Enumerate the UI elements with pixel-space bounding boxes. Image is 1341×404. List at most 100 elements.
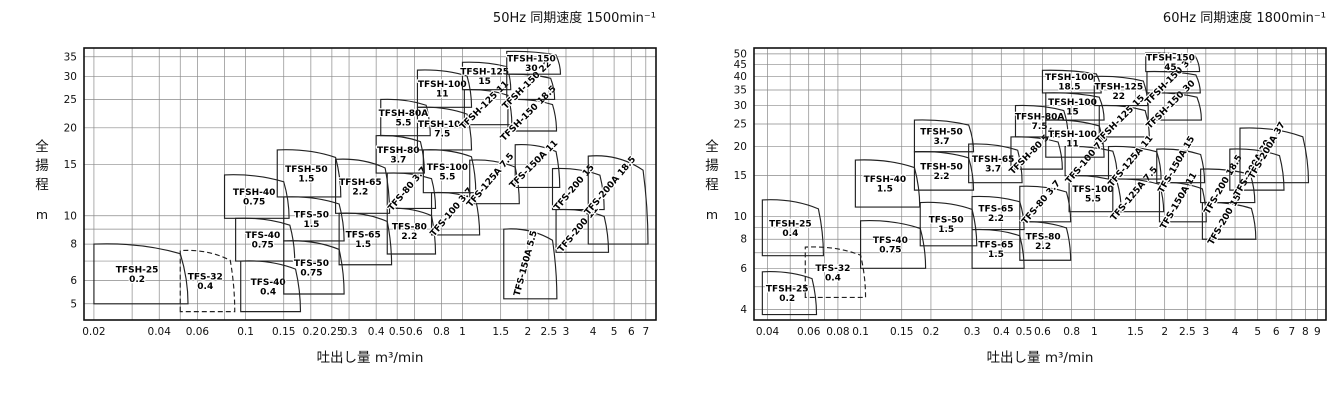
x-tick-label: 0.8 — [433, 326, 450, 338]
pump-region-TFSH-80A-7.5 — [1014, 104, 1069, 138]
y-axis-label-char: 全 — [35, 138, 49, 155]
pump-region-TFS-200A-37 — [1239, 127, 1310, 184]
x-tick-label: 0.3 — [341, 326, 358, 338]
pump-region-TFS-150A-11 — [514, 143, 561, 189]
y-tick-label: 20 — [734, 141, 747, 153]
x-axis-label: 吐出し量 m³/min — [317, 350, 424, 366]
pump-region-TFSH-65-2.2 — [334, 158, 391, 214]
pump-region-TFSH-150-45 — [1145, 52, 1201, 73]
x-tick-label: 0.3 — [964, 326, 981, 338]
y-tick-label: 30 — [734, 100, 747, 112]
y-tick-label: 20 — [64, 122, 77, 134]
x-tick-label: 0.6 — [406, 326, 423, 338]
y-tick-label: 10 — [734, 211, 747, 223]
x-tick-label: 6 — [1273, 326, 1280, 338]
y-axis-unit: m — [706, 207, 718, 222]
pump-region-label: TFS-100 3.7 — [429, 186, 475, 239]
pump-region-TFS-150A-15 — [1156, 148, 1206, 184]
x-tick-label: 0.25 — [320, 326, 343, 338]
x-tick-label: 0.8 — [1063, 326, 1080, 338]
y-tick-label: 5 — [70, 298, 77, 310]
x-tick-label: 3 — [563, 326, 570, 338]
y-tick-label: 15 — [734, 170, 747, 182]
x-tick-label: 0.1 — [852, 326, 869, 338]
pump-region-TFS-200-11 — [555, 208, 610, 253]
pump-region-TFSH-50-3.7 — [913, 119, 975, 153]
x-tick-label: 1.5 — [492, 326, 509, 338]
pump-region-TFSH-25-0.4 — [761, 199, 825, 257]
x-tick-label: 6 — [628, 326, 635, 338]
pump-region-TFSH-100-18.5 — [1041, 69, 1102, 94]
y-axis-unit: m — [36, 207, 48, 222]
x-tick-label: 0.5 — [389, 326, 406, 338]
y-axis-label-char: 揚 — [35, 157, 49, 174]
x-tick-label: 2 — [524, 326, 531, 338]
pump-region-TFSH-25-0.2 — [761, 271, 818, 316]
y-tick-label: 50 — [734, 48, 747, 60]
x-tick-label: 0.1 — [237, 326, 254, 338]
y-tick-label: 45 — [734, 59, 747, 71]
pump-region-TFS-150A-5.5 — [503, 228, 558, 300]
pump-region-TFSH-125-22 — [1093, 75, 1149, 107]
y-tick-label: 10 — [64, 210, 77, 222]
pump-region-label: TFS-150A 5.5 — [513, 230, 540, 298]
x-tick-label: 0.5 — [1016, 326, 1033, 338]
x-tick-label: 0.15 — [272, 326, 295, 338]
pump-region-TFS-100-7.5 — [1064, 145, 1118, 177]
x-tick-label: 0.02 — [82, 326, 105, 338]
plot-border — [83, 47, 657, 321]
x-tick-label: 0.04 — [756, 326, 780, 338]
x-tick-label: 0.2 — [303, 326, 320, 338]
y-tick-label: 40 — [734, 71, 747, 83]
x-axis-label: 吐出し量 m³/min — [987, 350, 1094, 366]
pump-region-label: TFS-200A 37 — [1247, 121, 1288, 181]
y-tick-label: 25 — [64, 94, 77, 106]
pump-region-TFS-80-3.7 — [1019, 185, 1072, 223]
x-tick-label: 2.5 — [540, 326, 557, 338]
x-tick-label: 1 — [1091, 326, 1098, 338]
x-tick-label: 0.06 — [186, 326, 210, 338]
x-tick-label: 0.08 — [826, 326, 849, 338]
pump-region-TFSH-40-0.75 — [223, 174, 290, 219]
y-axis-label-char: 全 — [705, 138, 719, 155]
y-axis-label-char: 程 — [705, 177, 719, 193]
y-tick-label: 8 — [70, 239, 77, 251]
x-tick-label: 0.4 — [368, 326, 385, 338]
x-tick-label: 2 — [1161, 326, 1168, 338]
x-tick-label: 1.5 — [1127, 326, 1144, 338]
pump-region-TFSH-50-1.5 — [276, 149, 342, 198]
pump-region-TFS-32-0.4 — [179, 249, 236, 313]
y-tick-label: 15 — [64, 159, 77, 171]
y-axis-label-char: 揚 — [705, 157, 719, 174]
